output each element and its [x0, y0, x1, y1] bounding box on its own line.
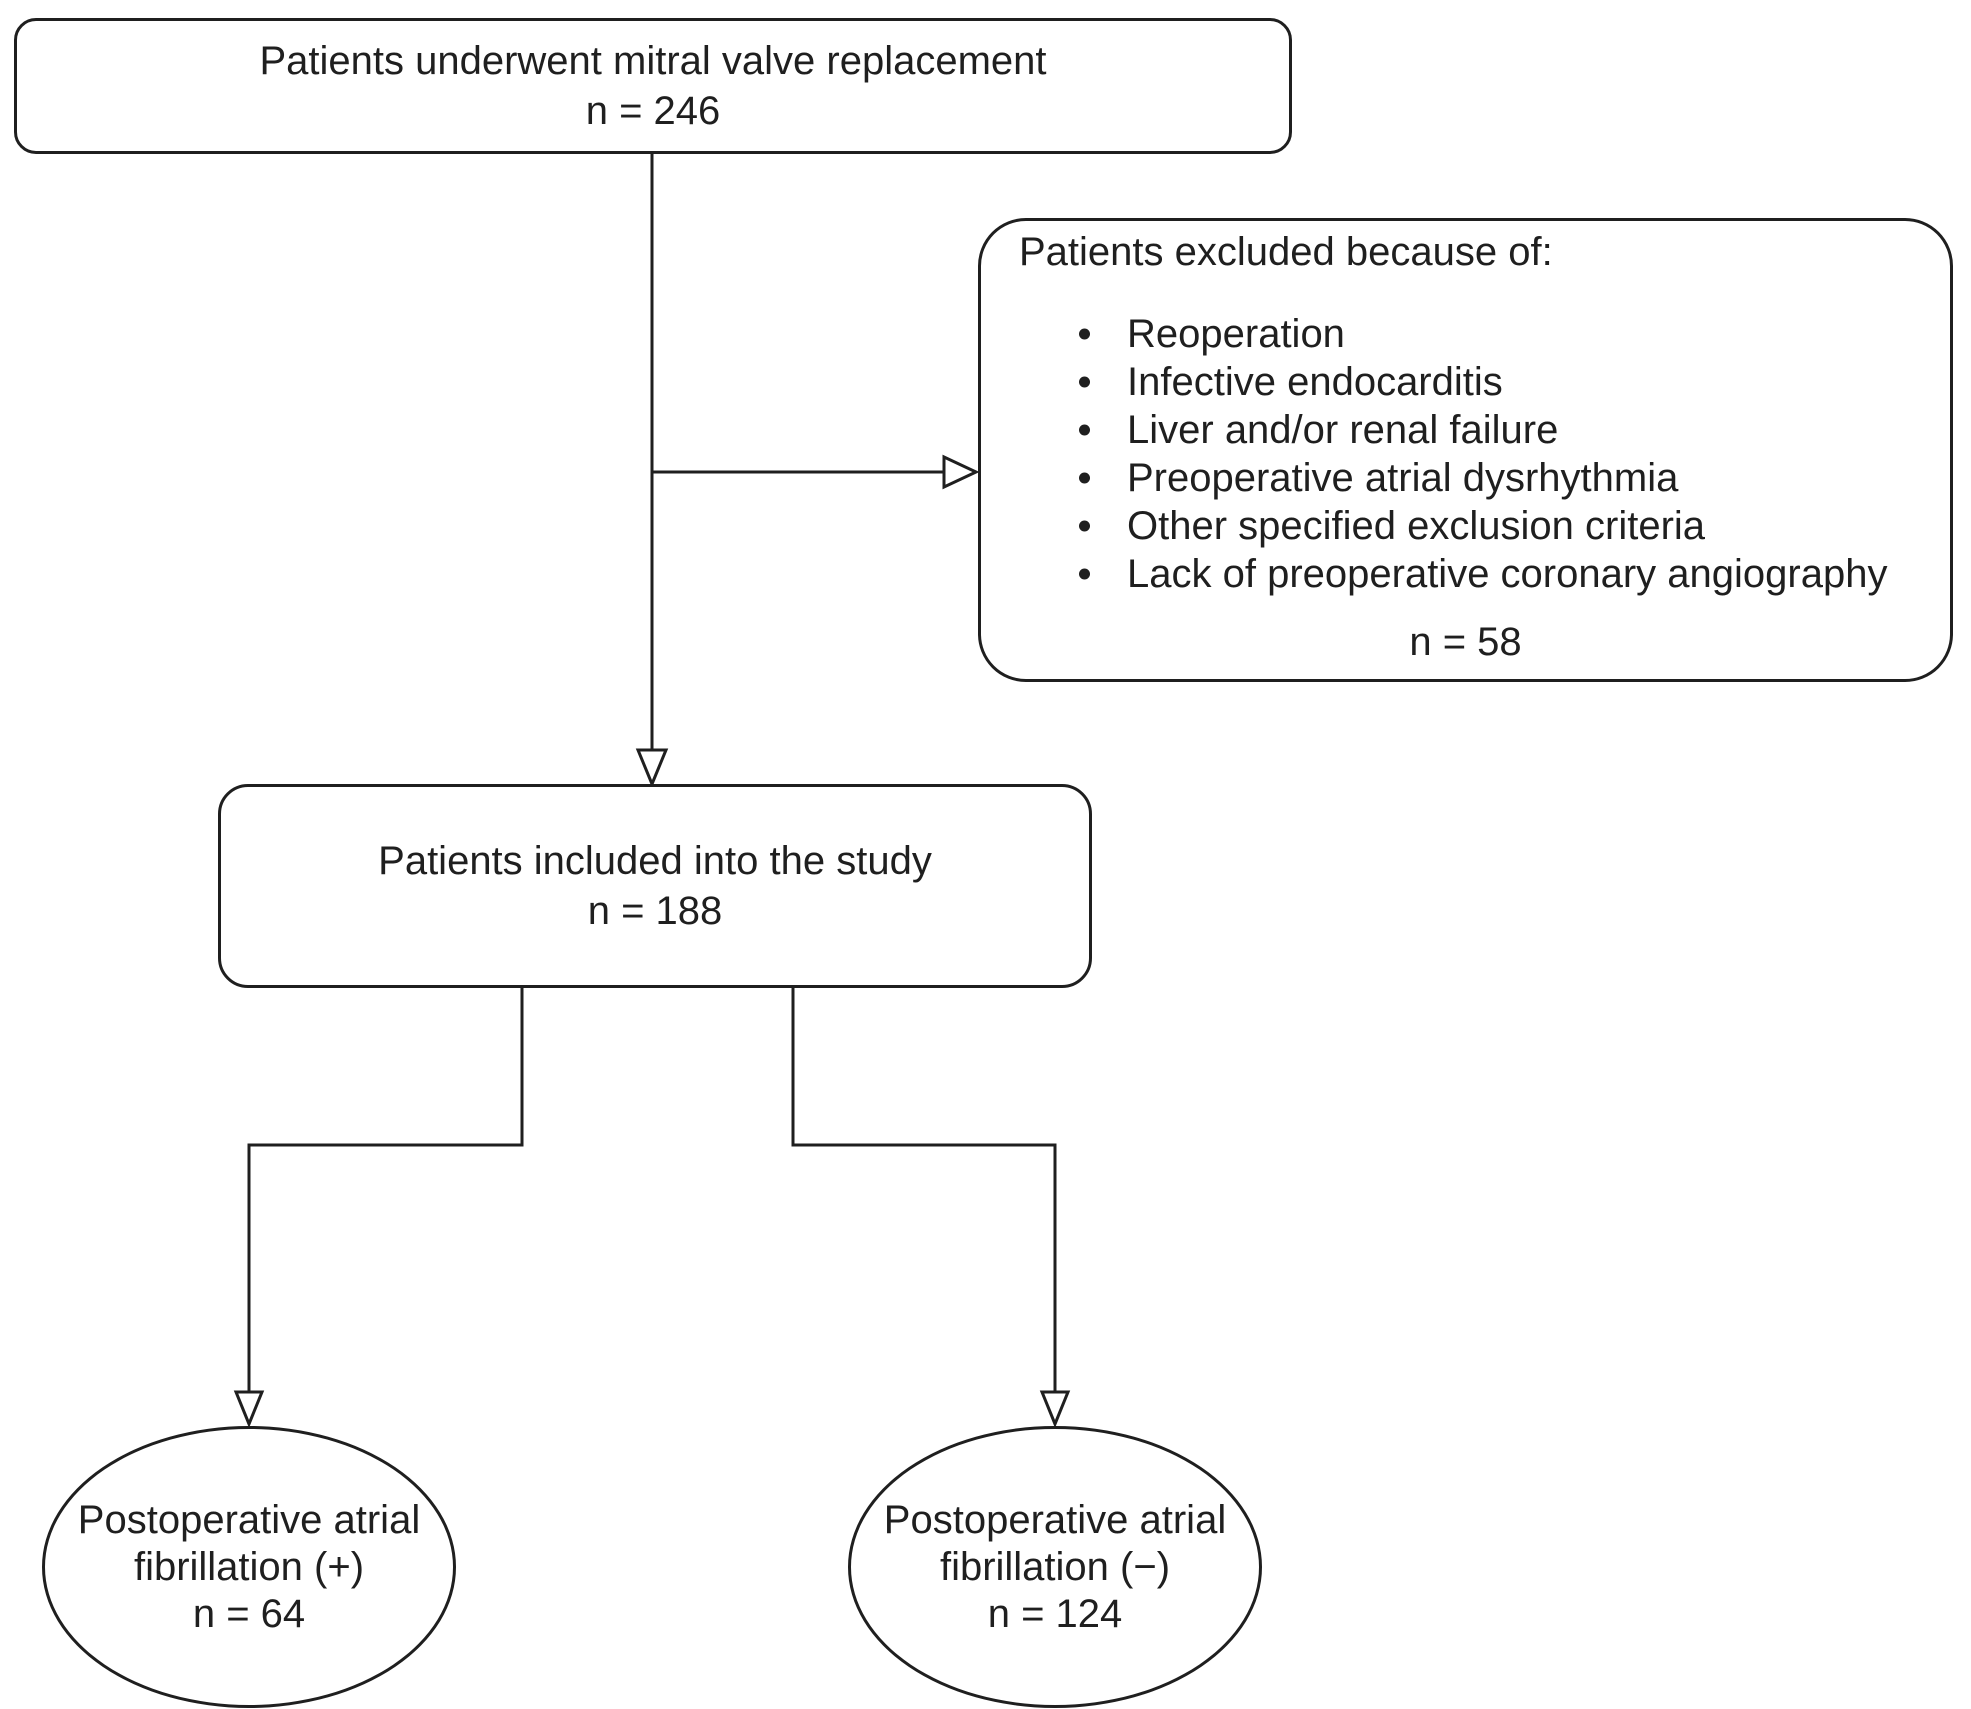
node-title-line1: Postoperative atrial	[77, 1497, 421, 1542]
connector-included-to-negative	[791, 988, 1057, 1392]
node-title: Patients underwent mitral valve replacem…	[259, 39, 1047, 83]
node-mitral-valve-replacement: Patients underwent mitral valve replacem…	[14, 18, 1292, 154]
excluded-title: Patients excluded because of:	[1019, 230, 1553, 274]
connector-included-to-positive	[247, 988, 524, 1392]
node-title-line2: fibrillation (+)	[133, 1544, 365, 1589]
node-excluded-patients: Patients excluded because of: Reoperatio…	[978, 218, 1953, 682]
arrowhead-right-excluded	[942, 454, 980, 490]
node-title-line1: Postoperative atrial	[883, 1497, 1227, 1542]
node-included-patients: Patients included into the study n = 188	[218, 784, 1092, 988]
list-item: Reoperation	[1019, 310, 1920, 358]
exclusion-criteria-list: Reoperation Infective endocarditis Liver…	[1019, 310, 1920, 598]
node-postop-af-negative: Postoperative atrial fibrillation (−) n …	[848, 1426, 1262, 1708]
list-item: Infective endocarditis	[1019, 358, 1920, 406]
node-postop-af-positive: Postoperative atrial fibrillation (+) n …	[42, 1426, 456, 1708]
node-title-line2: fibrillation (−)	[939, 1544, 1171, 1589]
arrowhead-down-negative	[1039, 1390, 1071, 1428]
node-count: n = 58	[1409, 620, 1522, 664]
node-count: n = 124	[987, 1591, 1123, 1636]
node-title: Patients included into the study	[378, 839, 932, 883]
node-count: n = 188	[587, 889, 723, 933]
list-item: Preoperative atrial dysrhythmia	[1019, 454, 1920, 502]
list-item: Lack of preoperative coronary angiograph…	[1019, 550, 1920, 598]
node-count: n = 64	[192, 1591, 306, 1636]
arrowhead-down-included	[635, 748, 669, 788]
list-item: Liver and/or renal failure	[1019, 406, 1920, 454]
node-count: n = 246	[585, 89, 721, 133]
list-item: Other specified exclusion criteria	[1019, 502, 1920, 550]
arrowhead-down-positive	[233, 1390, 265, 1428]
